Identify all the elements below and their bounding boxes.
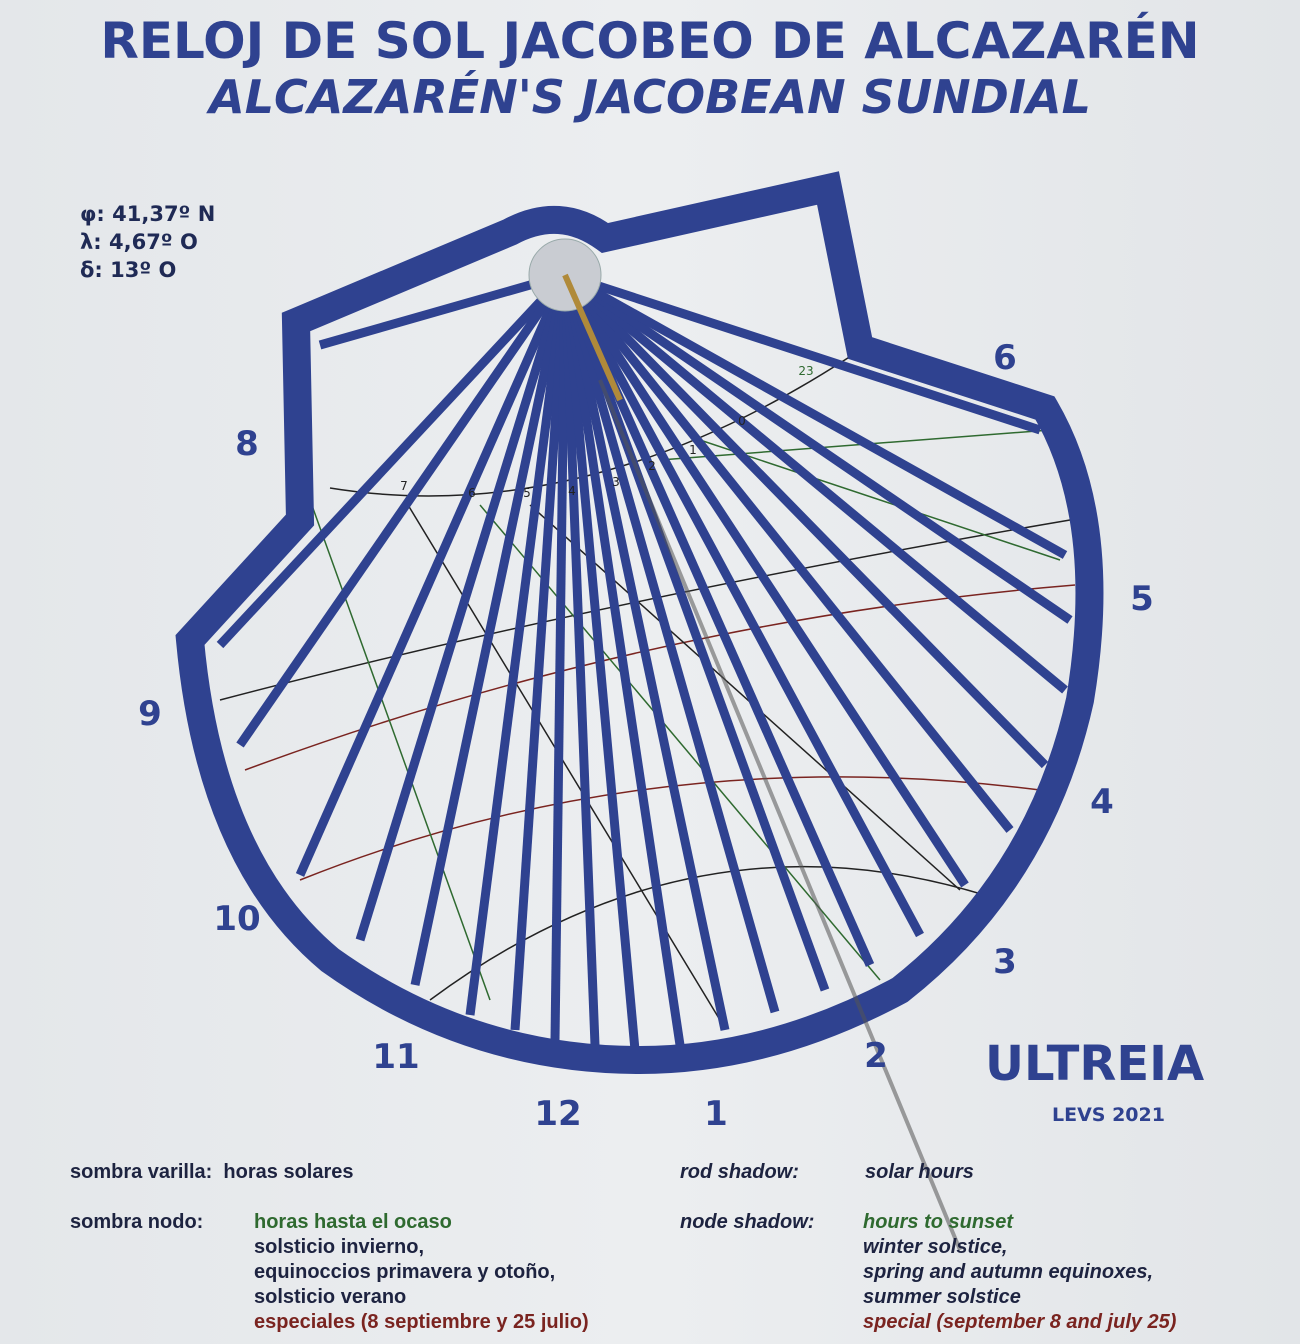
legend-node-en-label: node shadow: bbox=[680, 1211, 815, 1233]
declination: δ: 13º O bbox=[80, 258, 177, 282]
legend-node-es: horas hasta el ocaso solsticio invierno,… bbox=[254, 1210, 589, 1335]
rod-shadow bbox=[598, 379, 962, 1251]
date-curve bbox=[529, 504, 961, 891]
node-hour-label: 1 bbox=[689, 443, 697, 457]
date-curve bbox=[429, 865, 1001, 1001]
hour-label: 4 bbox=[1090, 782, 1114, 822]
hour-line bbox=[560, 273, 830, 992]
hour-line bbox=[465, 274, 570, 1016]
date-curve bbox=[699, 439, 1061, 561]
node-hour-label: 7 bbox=[400, 479, 408, 493]
label: rod shadow: bbox=[680, 1161, 799, 1183]
date-curve bbox=[309, 499, 491, 1001]
hour-line bbox=[561, 272, 1014, 833]
hour-line bbox=[561, 272, 924, 938]
hour-line bbox=[236, 272, 569, 748]
legend-node-en: hours to sunset winter solstice, spring … bbox=[863, 1210, 1176, 1335]
hour-label: 9 bbox=[138, 694, 162, 734]
winter: winter solstice, bbox=[863, 1236, 1008, 1258]
gnomon-rod bbox=[562, 273, 623, 402]
label: sombra varilla: bbox=[70, 1161, 213, 1183]
hour-label: 11 bbox=[372, 1037, 419, 1077]
summer: solsticio verano bbox=[254, 1286, 407, 1308]
value: horas solares bbox=[223, 1161, 354, 1183]
hour-line bbox=[562, 271, 1068, 694]
title-spanish: RELOJ DE SOL JACOBEO DE ALCAZARÉN bbox=[100, 12, 1200, 70]
hour-line bbox=[560, 274, 600, 1046]
hour-line bbox=[550, 274, 570, 1041]
node-hour-label: 6 bbox=[468, 486, 476, 500]
hour-label: 5 bbox=[1130, 579, 1154, 619]
hour-label: 12 bbox=[534, 1094, 581, 1134]
winter: solsticio invierno, bbox=[254, 1236, 425, 1258]
coordinates: φ: 41,37º N λ: 4,67º O δ: 13º O bbox=[80, 200, 215, 284]
signature: LEVS 2021 bbox=[1052, 1104, 1165, 1126]
node-hour-label: 2 bbox=[648, 459, 656, 473]
node-hour-label: 0 bbox=[738, 414, 746, 428]
node-hour-label: 23 bbox=[798, 364, 813, 378]
equinox: equinoccios primavera y otoño, bbox=[254, 1261, 556, 1283]
hour-line bbox=[560, 274, 640, 1051]
date-curve bbox=[299, 776, 1041, 881]
shell-outline bbox=[175, 171, 1104, 1075]
value: horas hasta el ocaso bbox=[254, 1211, 452, 1233]
latitude: φ: 41,37º N bbox=[80, 202, 216, 226]
hour-label: 1 bbox=[704, 1094, 728, 1134]
hour-line bbox=[561, 272, 969, 888]
hour-line bbox=[216, 271, 569, 649]
hour-line bbox=[510, 274, 570, 1031]
hour-line bbox=[295, 273, 570, 877]
hour-line bbox=[562, 271, 1068, 559]
legend-node-es-label: sombra nodo: bbox=[70, 1211, 204, 1233]
longitude: λ: 4,67º O bbox=[80, 230, 198, 254]
value: hours to sunset bbox=[863, 1211, 1014, 1233]
node-hour-label: 5 bbox=[523, 486, 531, 500]
special: especiales (8 septiembre y 25 julio) bbox=[254, 1311, 589, 1333]
hour-line bbox=[560, 274, 685, 1046]
legend-rod-es: sombra varilla: horas solares bbox=[70, 1160, 354, 1185]
node-hour-label: 4 bbox=[568, 484, 576, 498]
hour-line bbox=[410, 274, 570, 986]
hour-line bbox=[563, 270, 1042, 435]
date-curve bbox=[659, 429, 1051, 461]
hour-line bbox=[355, 273, 570, 942]
hour-line bbox=[562, 271, 1073, 624]
hour-label: 10 bbox=[213, 899, 260, 939]
date-curve bbox=[219, 519, 1071, 701]
legend-rod-en: rod shadow: bbox=[680, 1160, 799, 1185]
summer: summer solstice bbox=[863, 1286, 1021, 1308]
node-hour-label: 3 bbox=[612, 475, 620, 489]
hour-line bbox=[561, 271, 1049, 769]
equinox: spring and autumn equinoxes, bbox=[863, 1261, 1154, 1283]
hour-label: 6 bbox=[993, 338, 1017, 378]
hour-label: 3 bbox=[993, 942, 1017, 982]
hour-label: 2 bbox=[864, 1036, 888, 1076]
hour-line bbox=[318, 270, 567, 350]
legend-rod-en-value: solar hours bbox=[865, 1161, 974, 1183]
hour-label: 8 bbox=[235, 424, 259, 464]
special: special (september 8 and july 25) bbox=[863, 1311, 1177, 1333]
hour-line bbox=[560, 274, 730, 1031]
hour-line bbox=[560, 273, 780, 1014]
motto: ULTREIA bbox=[985, 1036, 1205, 1092]
title-english: ALCAZARÉN'S JACOBEAN SUNDIAL bbox=[209, 70, 1091, 124]
